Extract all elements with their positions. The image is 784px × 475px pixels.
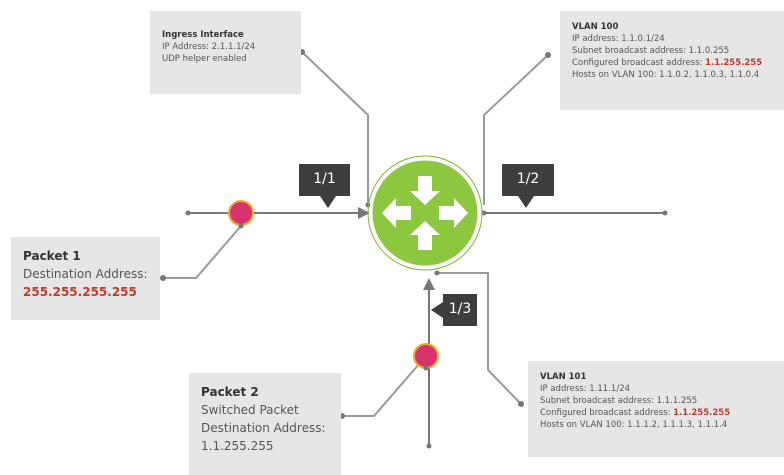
endpoint-dot: [434, 270, 440, 276]
packet1-dest-label: Destination Address:: [23, 267, 148, 281]
packet-1-icon: [228, 200, 254, 226]
vlan100-subnet: Subnet broadcast address: 1.1.0.255: [572, 46, 730, 56]
port-1-2-callout: [502, 164, 554, 208]
vlan101-hosts: Hosts on VLAN 100: 1.1.1.2, 1.1.1.3, 1.1…: [540, 420, 728, 430]
ingress-interface-box: Ingress Interface IP Address: 2.1.1.1/24…: [150, 11, 301, 94]
port-1-3-label: 1/3: [448, 301, 472, 317]
packet2-dest-label: Destination Address:: [201, 421, 326, 435]
vlan100-connector: [483, 54, 549, 205]
vlan100-configured: Configured broadcast address: 1.1.255.25…: [572, 58, 763, 68]
network-diagram: [160, 49, 668, 449]
endpoint-dot: [426, 443, 432, 449]
packet-2-box: Packet 2 Switched Packet Destination Add…: [189, 373, 341, 475]
packet2-dest-value: 1.1.255.255: [201, 439, 274, 453]
endpoint-dot: [365, 202, 371, 208]
vlan100-ip: IP address: 1.1.0.1/24: [572, 34, 665, 44]
port-1-3-callout: [431, 294, 477, 326]
ingress-ip: IP Address: 2.1.1.1/24: [162, 42, 256, 52]
packet1-dest-value: 255.255.255.255: [23, 285, 137, 299]
packet1-title: Packet 1: [23, 249, 81, 263]
endpoint-dot: [185, 210, 191, 216]
endpoint-dot: [481, 210, 487, 216]
vlan101-ip: IP address: 1.11.1/24: [540, 384, 631, 394]
vlan101-title: VLAN 101: [540, 372, 587, 382]
vlan101-subnet: Subnet broadcast address: 1.1.1.255: [540, 396, 698, 406]
packet2-connector: [342, 355, 427, 417]
arrow-1-3: [423, 278, 435, 290]
vlan-101-box: VLAN 101 IP address: 1.11.1/24 Subnet br…: [528, 361, 784, 457]
vlan101-configured-value: 1.1.255.255: [673, 408, 731, 418]
vlan100-title: VLAN 100: [572, 22, 619, 32]
packet-1-box: Packet 1 Destination Address: 255.255.25…: [11, 237, 160, 320]
packet2-title: Packet 2: [201, 385, 259, 399]
ingress-connector: [301, 51, 369, 205]
vlan100-configured-value: 1.1.255.255: [705, 58, 763, 68]
vlan100-hosts: Hosts on VLAN 100: 1.1.0.2, 1.1.0.3, 1.1…: [572, 70, 760, 80]
router-icon: [367, 155, 483, 271]
vlan101-connector: [437, 272, 522, 405]
ingress-helper: UDP helper enabled: [162, 54, 247, 64]
packet-2-icon: [413, 343, 439, 369]
endpoint-dot: [662, 210, 668, 216]
port-1-1-label: 1/1: [313, 171, 336, 187]
packet1-connector: [163, 225, 242, 279]
ingress-title: Ingress Interface: [162, 30, 244, 40]
port-1-1-callout: [299, 164, 350, 208]
vlan101-configured: Configured broadcast address: 1.1.255.25…: [540, 408, 731, 418]
port-1-2-label: 1/2: [516, 171, 540, 187]
arrow-1-1: [358, 207, 370, 219]
packet2-switched: Switched Packet: [201, 403, 299, 417]
vlan-100-box: VLAN 100 IP address: 1.1.0.1/24 Subnet b…: [560, 11, 784, 110]
